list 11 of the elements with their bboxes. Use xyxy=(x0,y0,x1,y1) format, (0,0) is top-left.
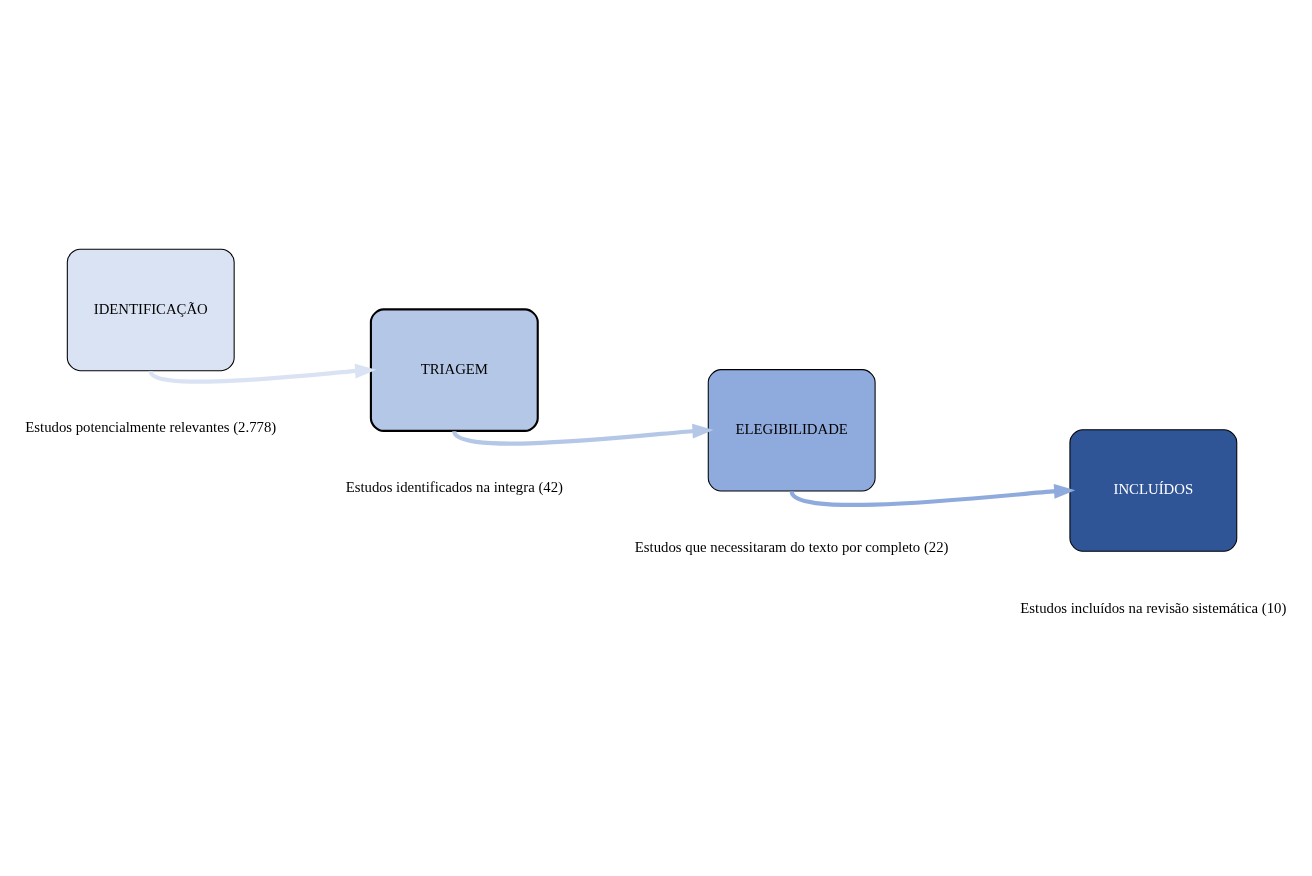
node-label: Estudos que necessitaram do texto por completo (22) xyxy=(634,538,949,555)
arrow xyxy=(452,423,714,446)
node-label: Estudos identificados na integra (42) xyxy=(345,478,563,495)
node-box: INCLUÍDOS xyxy=(1069,428,1238,552)
arrow xyxy=(149,363,377,384)
node-box: TRIAGEM xyxy=(369,307,539,432)
node-label: Estudos potencialmente relevantes (2.778) xyxy=(25,418,277,435)
node-box: IDENTIFICAÇÃO xyxy=(66,248,235,371)
node-box: ELEGIBILIDADE xyxy=(707,368,876,492)
arrow xyxy=(789,483,1076,507)
node-label: Estudos incluídos na revisão sistemática (10) xyxy=(1020,599,1287,616)
